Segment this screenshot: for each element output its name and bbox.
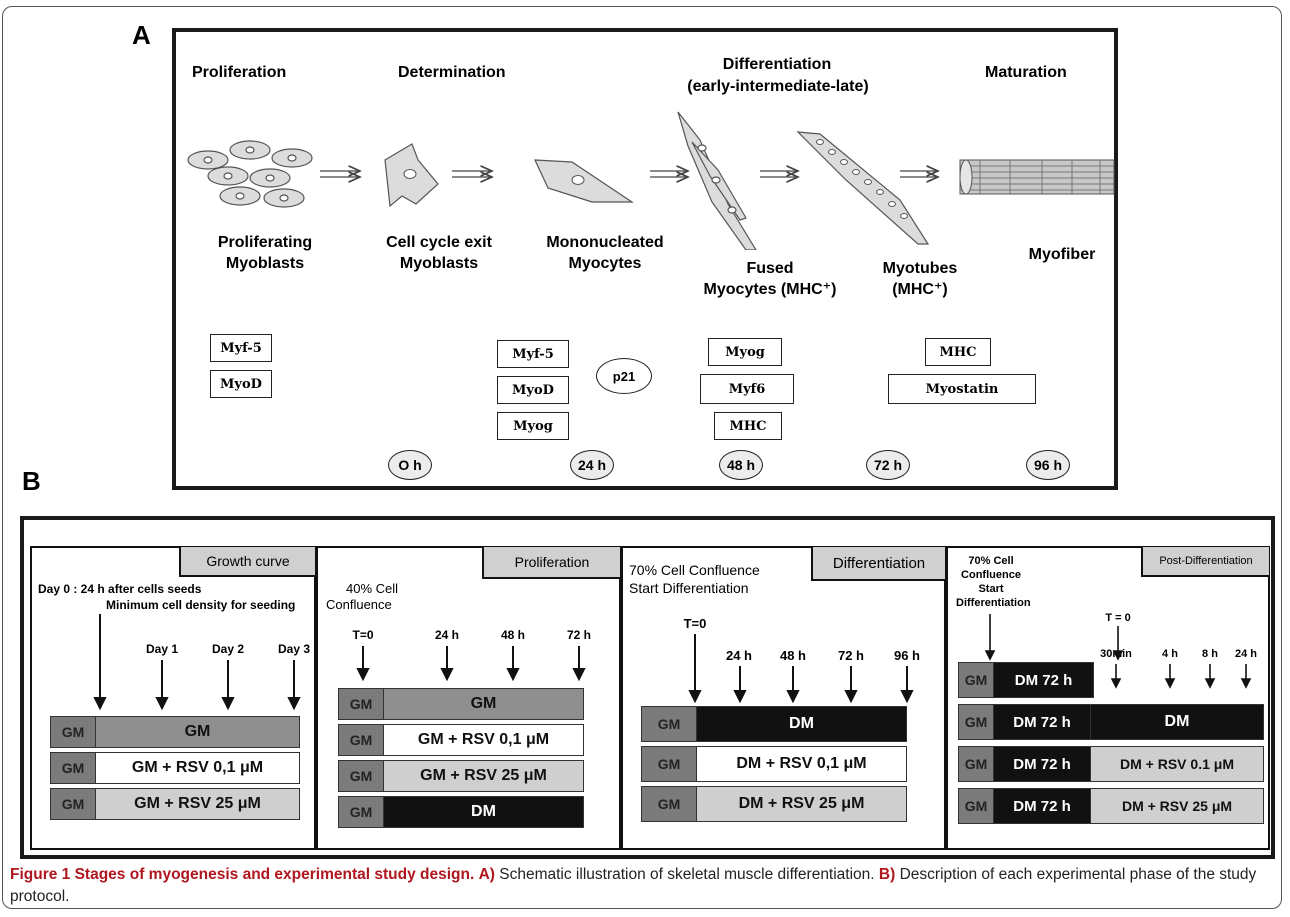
growth-note-1: Day 0 : 24 h after cells seeds: [38, 582, 202, 596]
timepoint-0h: O h: [388, 450, 432, 480]
timepoint-72h: 72 h: [866, 450, 910, 480]
timepoint-24h: 24 h: [570, 450, 614, 480]
prolif-72h: 72 h: [566, 628, 591, 642]
myofiber-icon: [959, 159, 1115, 195]
growth-arrows: [93, 614, 301, 711]
growth-day-3: Day 3: [277, 642, 311, 656]
differentiation-tab: Differentiation: [811, 547, 945, 581]
post-24h: 24 h: [1234, 648, 1257, 660]
proliferation-tab: Proliferation: [482, 547, 620, 579]
marker-p21: p21: [596, 358, 652, 394]
growth-note-2: Minimum cell density for seeding: [106, 598, 296, 612]
figure-frame: [2, 6, 1282, 909]
caption-a-text: Schematic illustration of skeletal muscl…: [499, 866, 875, 883]
exiting-myoblast-icon: [384, 143, 439, 208]
proliferating-myoblasts-icon: [187, 140, 313, 208]
growth-day-2: Day 2: [211, 642, 245, 656]
panel-a-letter: A: [132, 20, 151, 50]
label-myofiber: Myofiber: [1028, 246, 1096, 263]
stage-arrows: [320, 171, 938, 177]
diff-t0: T=0: [683, 616, 707, 631]
prolif-24h: 24 h: [434, 628, 459, 642]
myogenesis-illustration: [187, 111, 1115, 250]
diff-note-1: 70% Cell Confluence: [629, 562, 760, 578]
post-t0: T = 0: [1105, 612, 1131, 624]
marker-myod: MyoD: [210, 370, 272, 398]
stage-determination: Determination: [398, 64, 506, 81]
marker-myf6: Myf6: [700, 374, 794, 404]
marker-myod: MyoD: [497, 376, 569, 404]
panel-a-box: [172, 28, 1118, 490]
growth-curve-tab: Growth curve: [179, 547, 315, 577]
diff-24h: 24 h: [725, 648, 752, 663]
marker-mhc: MHC: [714, 412, 782, 440]
growth-curve-subpanel: Growth curve Day 0 : 24 h after cells se…: [30, 546, 316, 850]
panel-b-box: [20, 516, 1275, 859]
prolif-48h: 48 h: [500, 628, 525, 642]
timepoint-48h: 48 h: [719, 450, 763, 480]
post-differentiation-tab: Post-Differentiation: [1141, 547, 1269, 577]
mononucleated-myocyte-icon: [534, 159, 634, 203]
diff-note-2: Start Differentiation: [629, 580, 749, 596]
growth-day-1: Day 1: [145, 642, 179, 656]
label-myotubes: Myotubes(MHC⁺): [882, 260, 958, 298]
stage-differentiation: Differentiation: [722, 56, 832, 73]
caption-b-label: B): [878, 866, 896, 883]
prolif-t0: T=0: [352, 628, 374, 642]
diff-48h: 48 h: [779, 648, 806, 663]
stage-differentiation-sub: (early-intermediate-late): [687, 78, 869, 95]
timepoint-96h: 96 h: [1026, 450, 1070, 480]
stage-proliferation: Proliferation: [192, 64, 287, 81]
proliferation-subpanel: Proliferation 40% Cell Confluence T=0 24…: [316, 546, 621, 850]
proliferation-note-2: Confluence: [326, 597, 392, 612]
marker-mhc: MHC: [925, 338, 991, 366]
differentiation-subpanel: Differentiation 70% Cell Confluence Star…: [621, 546, 946, 850]
panel-b-letter: B: [22, 466, 41, 496]
diff-96h: 96 h: [893, 648, 920, 663]
stage-maturation: Maturation: [985, 64, 1067, 81]
marker-myostatin: Myostatin: [888, 374, 1036, 404]
caption-label: Figure 1 Stages of myogenesis and experi…: [10, 866, 475, 883]
post-4h: 4 h: [1162, 648, 1178, 660]
marker-myf5: Myf-5: [497, 340, 569, 368]
post-8h: 8 h: [1202, 648, 1218, 660]
marker-myog: Myog: [708, 338, 782, 366]
differentiation-arrows: [688, 634, 914, 704]
proliferation-arrows: [356, 646, 586, 682]
marker-myog: Myog: [497, 412, 569, 440]
caption-a-label: A): [478, 866, 495, 883]
marker-myf5: Myf-5: [210, 334, 272, 362]
proliferation-note-1: 40% Cell: [346, 581, 399, 596]
caption-b-text: Description of each experimental phase o…: [10, 866, 1257, 905]
myotube-icon: [796, 131, 930, 245]
post-arrows: [984, 614, 1252, 689]
figure-caption: Figure 1 Stages of myogenesis and experi…: [10, 864, 1280, 908]
fused-myocytes-icon: [677, 111, 757, 250]
diff-72h: 72 h: [837, 648, 864, 663]
